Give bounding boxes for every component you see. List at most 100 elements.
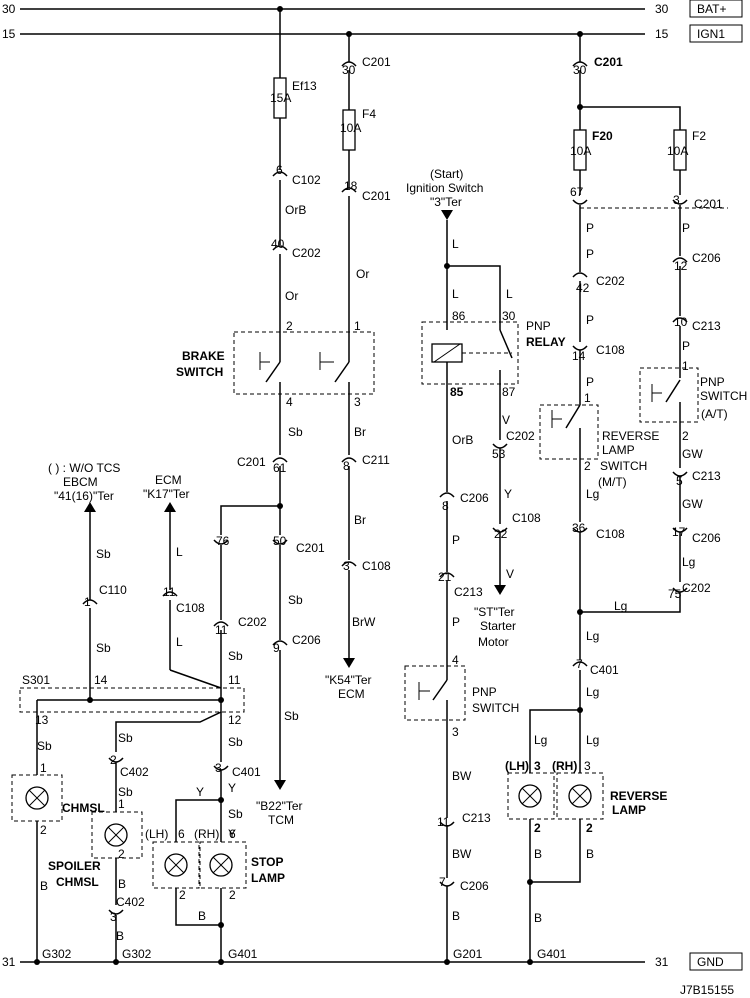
diagram-label: RELAY (526, 335, 566, 349)
diagram-label: REVERSE (610, 789, 667, 803)
diagram-label: 6 (178, 827, 185, 841)
diagram-label: C108 (512, 511, 541, 525)
diagram-label: 3 (354, 395, 361, 409)
diagram-label: Sb (37, 739, 52, 753)
diagram-label: 1 (584, 391, 591, 405)
diagram-label: C201 (237, 455, 266, 469)
diagram-label: G401 (537, 947, 567, 961)
diagram-label: 9 (273, 641, 280, 655)
diagram-label: Lg (534, 733, 547, 747)
diagram-label: C401 (232, 765, 261, 779)
diagram-label: 2 (586, 821, 593, 835)
diagram-label: Motor (478, 635, 509, 649)
diagram-label: C401 (590, 663, 619, 677)
diagram-label: Lg (586, 733, 599, 747)
diagram-label: B (534, 911, 542, 925)
diagram-label: 67 (570, 185, 584, 199)
diagram-label: 11 (215, 623, 228, 637)
diagram-label: C211 (362, 453, 390, 467)
diagram-label: ECM (338, 687, 365, 701)
diagram-label: 1 (40, 761, 47, 775)
diagram-label: 6 (229, 827, 236, 841)
diagram-label: 13 (35, 713, 49, 727)
diagram-label: 21 (438, 570, 452, 584)
diagram-label: Y (228, 781, 236, 795)
diagram-label: Sb (96, 547, 111, 561)
diagram-label: F4 (362, 107, 376, 121)
diagram-label: Or (356, 267, 369, 281)
gnd-bus-left-label: 31 (2, 955, 16, 969)
diagram-label: CHMSL (56, 875, 99, 889)
diagram-label: 4 (286, 395, 293, 409)
diagram-label: 4 (452, 653, 459, 667)
diagram-label: "B22"Ter (256, 799, 303, 813)
gnd-bus-right-label: 31 (655, 955, 669, 969)
diagram-label: L (176, 545, 183, 559)
diagram-label: 2 (40, 823, 47, 837)
diagram-label: P (452, 615, 460, 629)
diagram-label: 2 (286, 319, 293, 333)
diagram-label: ( ) : W/O TCS (48, 461, 120, 475)
diagram-label: TCM (268, 813, 294, 827)
diagram-label: 61 (273, 461, 287, 475)
gnd-bus-tag: GND (697, 955, 724, 969)
diagram-label: C213 (692, 469, 721, 483)
diagram-label: 75 (668, 587, 682, 601)
diagram-label: 1 (84, 595, 91, 609)
diagram-label: F2 (692, 129, 706, 143)
diagram-label: PNP (700, 375, 725, 389)
diagram-label: C202 (596, 274, 625, 288)
diagram-label: 11 (228, 673, 241, 687)
diagram-label: OrB (285, 203, 306, 217)
diagram-label: OrB (452, 433, 473, 447)
diagram-label: "41(16)"Ter (54, 489, 114, 503)
diagram-label: BrW (352, 615, 376, 629)
diagram-label: Starter (480, 619, 516, 633)
diagram-label: "ST"Ter (474, 605, 515, 619)
ground-bus: 31 31 GND (2, 952, 743, 971)
diagram-label: 6 (276, 163, 283, 177)
diagram-label: 12 (228, 713, 242, 727)
diagram-label: PNP (526, 319, 551, 333)
diagram-label: Sb (228, 649, 243, 663)
diagram-label: C108 (362, 559, 391, 573)
diagram-label: P (586, 221, 594, 235)
diagram-label: C201 (296, 541, 325, 555)
diagram-label: 87 (502, 385, 516, 399)
diagram-label: SWITCH (600, 459, 647, 473)
diagram-label: ECM (155, 473, 182, 487)
diagram-label: BRAKE (182, 349, 225, 363)
diagram-label: F20 (592, 129, 613, 143)
diagram-label: 10A (667, 144, 688, 158)
diagram-label: Sb (96, 641, 111, 655)
diagram-label: SWITCH (176, 365, 223, 379)
diagram-label: "K17"Ter (143, 487, 190, 501)
diagram-label: L (452, 237, 459, 251)
circuit-drawing (11, 6, 728, 965)
diagram-label: C201 (362, 189, 391, 203)
diagram-label: Sb (284, 709, 299, 723)
diagram-label: 85 (450, 385, 464, 399)
diagram-label: V (502, 413, 510, 427)
diagram-label: B (198, 909, 206, 923)
diagram-label: B (118, 877, 126, 891)
bat-bus-tag: BAT+ (697, 2, 726, 16)
diagram-label: 15A (270, 91, 291, 105)
diagram-label: P (682, 339, 690, 353)
diagram-label: BW (452, 769, 472, 783)
diagram-label: B (452, 909, 460, 923)
diagram-label: REVERSE (602, 429, 659, 443)
diagram-label: SWITCH (472, 701, 519, 715)
diagram-label: (M/T) (598, 475, 627, 489)
diagram-label: 17 (672, 525, 686, 539)
diagram-label: B (116, 929, 124, 943)
diagram-label: 22 (494, 527, 508, 541)
diagram-label: Ignition Switch (406, 181, 483, 195)
diagram-label: Y (196, 785, 204, 799)
diagram-label: (LH) (505, 759, 529, 773)
diagram-label: G201 (453, 947, 483, 961)
diagram-label: 30 (342, 63, 356, 77)
diagram-label: V (506, 567, 514, 581)
diagram-label: C213 (462, 811, 491, 825)
diagram-label: 86 (452, 309, 466, 323)
